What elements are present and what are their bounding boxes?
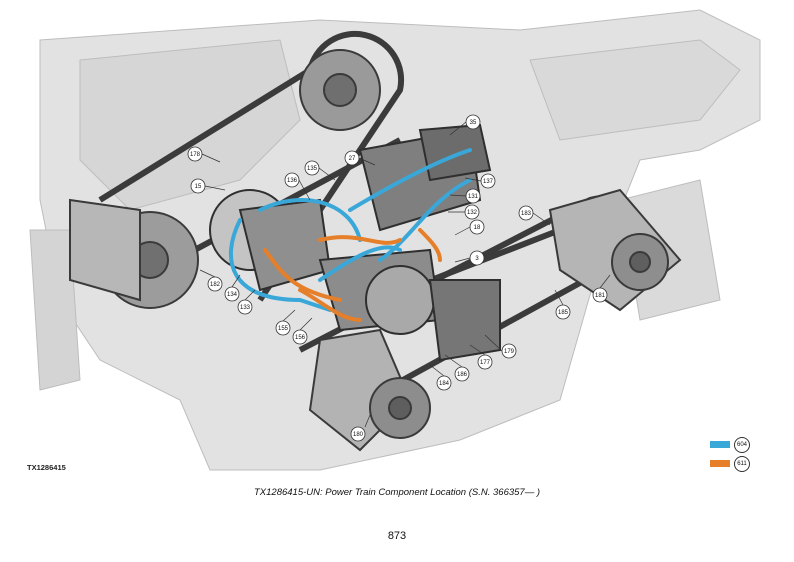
svg-text:186: 186	[457, 372, 468, 378]
callout-180: 180	[350, 414, 371, 442]
legend-swatch-orange	[710, 460, 730, 467]
callout-155: 155	[275, 309, 296, 336]
callout-137: 137	[464, 173, 496, 189]
svg-text:179: 179	[504, 349, 515, 355]
legend-item-611: 611	[710, 455, 750, 472]
callout-156: 156	[292, 317, 313, 345]
callout-131: 131	[449, 188, 481, 204]
svg-text:35: 35	[470, 120, 477, 126]
callout-135: 135	[304, 160, 336, 181]
callout-15: 15	[190, 178, 226, 194]
callout-134: 134	[224, 274, 241, 302]
svg-text:132: 132	[467, 210, 478, 216]
svg-text:156: 156	[295, 335, 306, 341]
svg-text:155: 155	[278, 326, 289, 332]
callout-182: 182	[199, 269, 223, 292]
callout-18: 18	[454, 219, 485, 236]
figure-id: TX1286415	[27, 463, 66, 472]
pressure-lines	[228, 148, 472, 312]
svg-text:137: 137	[483, 179, 494, 185]
svg-text:183: 183	[521, 211, 532, 217]
callout-177: 177	[469, 344, 493, 370]
legend-badge: 604	[734, 436, 750, 453]
svg-text:184: 184	[439, 381, 450, 387]
svg-text:15: 15	[195, 184, 202, 190]
svg-text:134: 134	[227, 292, 238, 298]
callout-186: 186	[444, 354, 470, 382]
callout-179: 179	[484, 334, 517, 359]
page-number: 873	[387, 530, 407, 542]
svg-text:181: 181	[595, 293, 606, 299]
svg-text:131: 131	[468, 194, 479, 200]
callout-labels: 178 15 136 135 27 35 137 131 132 18 3 18…	[187, 114, 611, 442]
callout-133: 133	[237, 289, 256, 315]
callout-184: 184	[429, 364, 452, 391]
return-lines	[263, 228, 442, 322]
callout-3: 3	[454, 250, 485, 266]
svg-text:136: 136	[287, 178, 298, 184]
legend-item-604: 604	[710, 436, 750, 453]
svg-text:180: 180	[353, 432, 364, 438]
callout-136: 136	[284, 172, 311, 201]
svg-text:3: 3	[475, 256, 479, 262]
callout-181: 181	[592, 274, 611, 303]
svg-text:178: 178	[190, 152, 201, 158]
legend-swatch-blue	[710, 441, 730, 448]
callout-185: 185	[554, 289, 571, 320]
power-train-illustration: 178 15 136 135 27 35 137 131 132 18 3 18…	[29, 9, 761, 471]
figure-caption: TX1286415-UN: Power Train Component Loca…	[253, 487, 541, 498]
hubs-and-sprockets	[69, 49, 682, 452]
svg-text:135: 135	[307, 166, 318, 172]
callout-178: 178	[187, 146, 221, 163]
hydraulic-components	[209, 123, 501, 362]
legend-badge: 611	[734, 455, 750, 472]
line-color-legend: 604 611	[710, 436, 750, 474]
svg-text:133: 133	[240, 305, 251, 311]
svg-text:182: 182	[210, 282, 221, 288]
callout-27: 27	[344, 150, 376, 166]
callout-35: 35	[449, 114, 481, 136]
callout-132: 132	[448, 204, 480, 220]
svg-text:185: 185	[558, 310, 569, 316]
svg-text:177: 177	[480, 360, 491, 366]
svg-text:27: 27	[349, 156, 356, 162]
callout-183: 183	[518, 205, 551, 226]
svg-text:18: 18	[474, 225, 481, 231]
